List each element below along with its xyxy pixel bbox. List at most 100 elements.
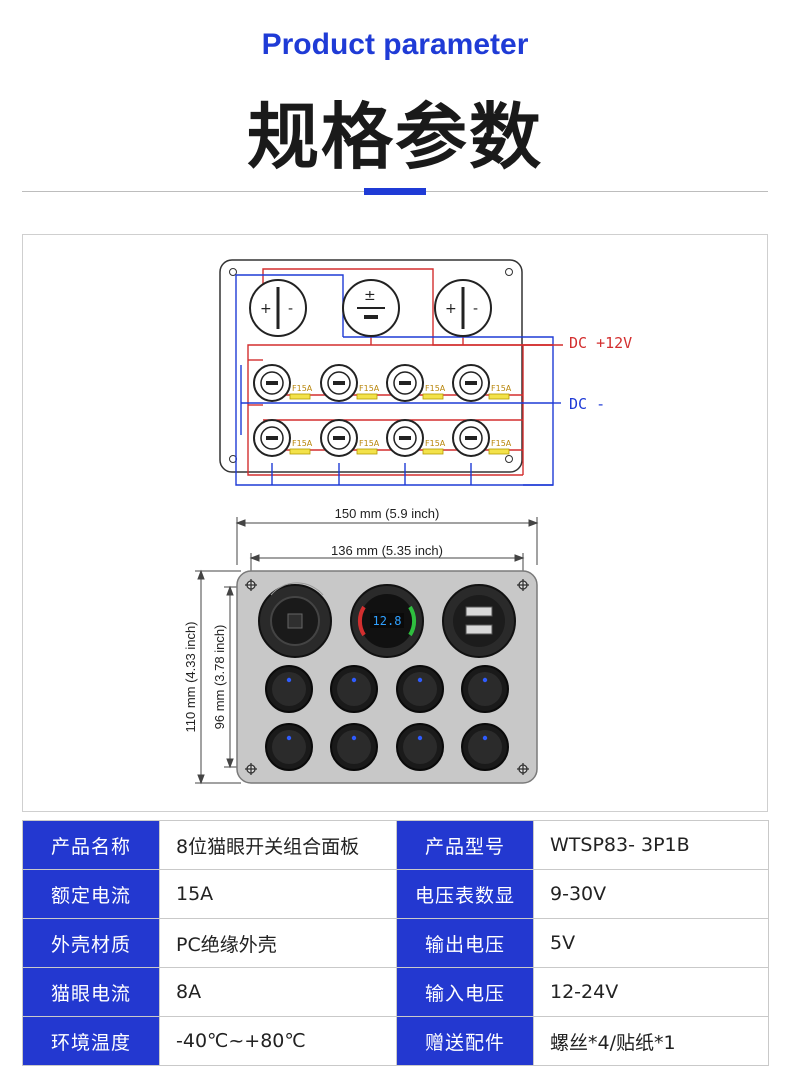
spec-key: 外壳材质 (22, 918, 160, 968)
fuse-icon (488, 448, 510, 455)
fuse-label: F15A (491, 439, 512, 448)
outer-height-dimension (195, 569, 241, 785)
dimension-drawing: 150 mm (5.9 inch) 136 mm (5.35 inch) 110… (183, 506, 539, 785)
spec-key: 输入电压 (396, 967, 534, 1017)
svg-text:-: - (288, 301, 293, 317)
mount-hole (229, 268, 237, 276)
led-indicator-icon (482, 735, 488, 741)
inner-width-label: 136 mm (5.35 inch) (331, 543, 443, 558)
rocker-switch (330, 665, 378, 713)
fuse-label: F15A (491, 384, 512, 393)
fuse-label: F15A (292, 384, 313, 393)
outer-width-label: 150 mm (5.9 inch) (335, 506, 440, 521)
outer-height-label: 110 mm (4.33 inch) (183, 621, 198, 732)
fuse-icon (356, 448, 378, 455)
led-indicator-icon (482, 677, 488, 683)
fuse-label: F15A (359, 384, 380, 393)
divider-accent (364, 188, 426, 195)
rocker-switch (461, 723, 509, 771)
wiring-switch: F15A (253, 364, 313, 402)
inner-height-label: 96 mm (3.78 inch) (212, 625, 227, 730)
wiring-switch: F15A (253, 419, 313, 457)
inner-height-dimension (224, 585, 247, 769)
voltmeter-component: ± (342, 279, 400, 337)
fuse-icon (422, 393, 444, 400)
dc-negative-label: DC - (569, 395, 605, 413)
spec-key: 电压表数显 (396, 869, 534, 919)
spec-key: 猫眼电流 (22, 967, 160, 1017)
rocker-switch (396, 723, 444, 771)
mount-hole (505, 268, 513, 276)
spec-value: 螺丝*4/贴纸*1 (533, 1016, 769, 1066)
fuse-label: F15A (292, 439, 313, 448)
spec-key: 赠送配件 (396, 1016, 534, 1066)
spec-value: 12-24V (533, 967, 769, 1017)
usb-charger (442, 584, 516, 658)
rocker-switch (265, 665, 313, 713)
voltmeter-display: 12.8 (373, 614, 402, 628)
title-chinese: 规格参数 (246, 95, 543, 179)
svg-text:±: ± (364, 288, 376, 304)
spec-key: 环境温度 (22, 1016, 160, 1066)
spec-value: 8位猫眼开关组合面板 (159, 820, 397, 870)
spec-value: 9-30V (533, 869, 769, 919)
svg-text:+: + (260, 301, 272, 317)
mount-hole (505, 455, 513, 463)
spec-key: 额定电流 (22, 869, 160, 919)
spec-value: WTSP83- 3P1B (533, 820, 769, 870)
led-indicator-icon (417, 677, 423, 683)
cigarette-socket (258, 582, 332, 658)
fuse-icon (289, 448, 311, 455)
led-indicator-icon (351, 677, 357, 683)
fuse-icon (289, 393, 311, 400)
panel-buttons (265, 665, 509, 771)
led-indicator-icon (417, 735, 423, 741)
socket-component-left: + - (249, 279, 307, 337)
fuse-label: F15A (425, 384, 446, 393)
wiring-switch: F15A (452, 364, 512, 402)
outer-width-dimension (235, 517, 539, 565)
voltmeter: 12.8 (350, 584, 424, 658)
rocker-switch (396, 665, 444, 713)
led-indicator-icon (351, 735, 357, 741)
rocker-switch (461, 665, 509, 713)
wiring-switch: F15A (386, 419, 446, 457)
fuse-icon (356, 393, 378, 400)
panel-screws (245, 579, 529, 775)
spec-key: 输出电压 (396, 918, 534, 968)
fuse-icon (422, 448, 444, 455)
title-english: Product parameter (261, 28, 529, 61)
usb-component-right: + - (434, 279, 492, 337)
svg-text:+: + (445, 301, 457, 317)
wiring-switch: F15A (320, 419, 380, 457)
spec-value: -40℃~+80℃ (159, 1016, 397, 1066)
spec-value: 8A (159, 967, 397, 1017)
led-indicator-icon (286, 735, 292, 741)
dc-positive-label: DC +12V (569, 334, 632, 352)
wiring-switch: F15A (320, 364, 380, 402)
rocker-switch (330, 723, 378, 771)
svg-text:-: - (473, 301, 478, 317)
led-indicator-icon (286, 677, 292, 683)
wiring-switch: F15A (386, 364, 446, 402)
wiring-switch: F15A (452, 419, 512, 457)
fuse-label: F15A (359, 439, 380, 448)
rocker-switch (265, 723, 313, 771)
spec-value: PC绝缘外壳 (159, 918, 397, 968)
fuse-label: F15A (425, 439, 446, 448)
fuse-icon (488, 393, 510, 400)
spec-key: 产品名称 (22, 820, 160, 870)
wiring-switches: F15A F15A F15A F15A F15A F15A F15A F15A (253, 364, 512, 457)
spec-key: 产品型号 (396, 820, 534, 870)
spec-value: 5V (533, 918, 769, 968)
spec-value: 15A (159, 869, 397, 919)
